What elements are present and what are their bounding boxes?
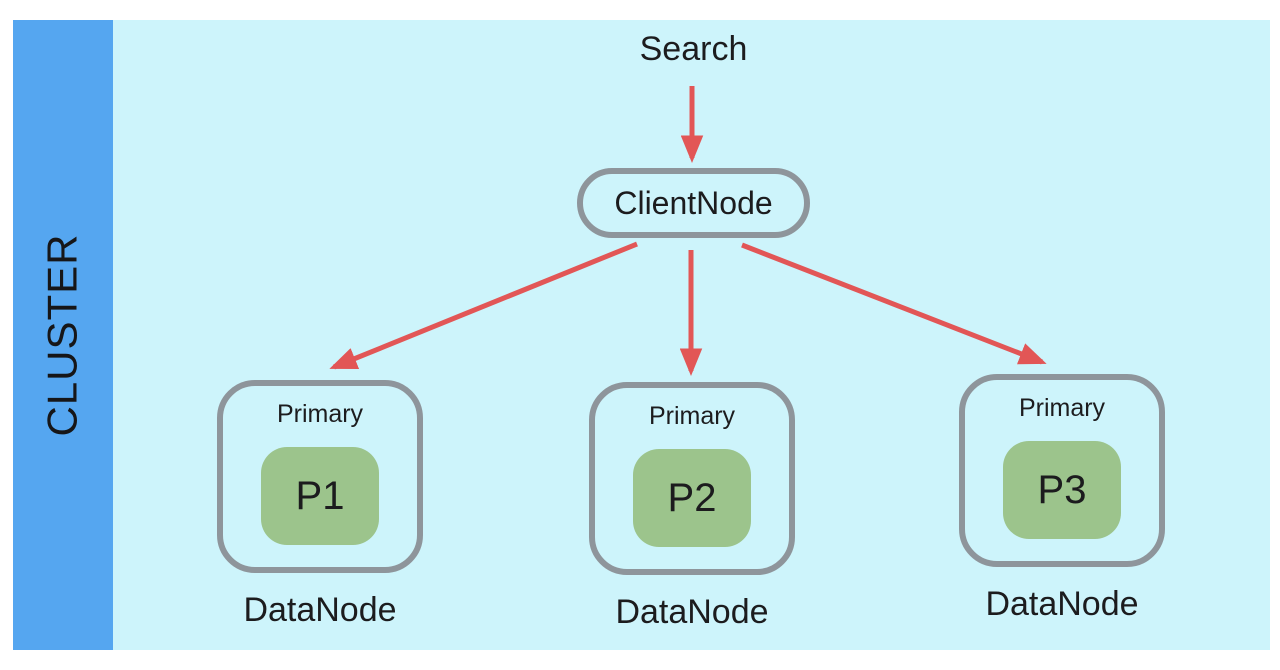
data-node-group-1: Primary P1 DataNode — [217, 380, 423, 630]
data-node-group-3: Primary P3 DataNode — [959, 374, 1165, 624]
primary-shard-p1: P1 — [261, 447, 379, 545]
data-node-box-1: Primary P1 — [217, 380, 423, 573]
client-node-label: ClientNode — [614, 184, 773, 221]
data-node-label: DataNode — [985, 585, 1139, 623]
data-node-group-2: Primary P2 DataNode — [589, 382, 795, 632]
primary-shard-p2: P2 — [633, 449, 751, 547]
role-label: Primary — [648, 402, 736, 430]
data-node-label: DataNode — [243, 591, 397, 629]
data-node-box-3: Primary P3 — [959, 374, 1165, 567]
cluster-sidebar: CLUSTER — [13, 20, 113, 650]
role-label: Primary — [276, 400, 364, 428]
shard-label: P1 — [295, 473, 345, 518]
data-node-box-2: Primary P2 — [589, 382, 795, 575]
role-label: Primary — [1018, 394, 1106, 422]
data-node-label: DataNode — [615, 593, 769, 631]
search-label: Search — [639, 30, 748, 68]
shard-label: P2 — [667, 475, 717, 520]
shard-label: P3 — [1037, 467, 1087, 512]
primary-shard-p3: P3 — [1003, 441, 1121, 539]
client-node: ClientNode — [577, 168, 810, 238]
cluster-label: CLUSTER — [39, 233, 87, 437]
